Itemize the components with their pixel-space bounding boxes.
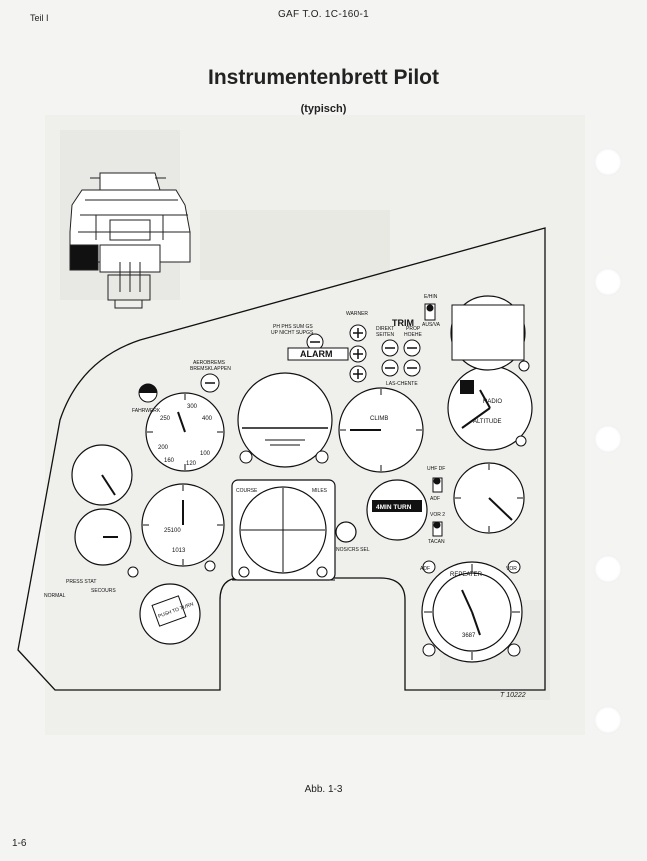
trim-direkt-label: DIREKT [376,326,394,332]
alarm-label: ALARM [300,349,333,359]
airspeed-mark-200: 200 [158,445,169,451]
tacan-label: TACAN [428,539,445,545]
turn-indicator-label: 4MIN TURN [376,504,412,511]
trim-prop-label: PROP [406,326,421,332]
rmi-counter: 3687 [462,633,476,639]
punch-hole [594,425,622,453]
aerobrems-label: AEROBREMS [193,360,226,366]
course-label: COURSE [236,488,258,494]
figure-reference: T 10222 [500,692,526,699]
page-number: 1-6 [12,838,27,849]
secours-label: SECOURS [91,588,116,594]
punch-hole [594,148,622,176]
eicing-label: E/HIN [424,294,438,300]
vor2-label: VOR 2 [430,512,445,518]
rmi-vor-label: VOR [506,566,517,572]
ausva-label: AUS/VA [422,322,441,328]
doc-number: GAF T.O. 1C-160-1 [277,9,370,20]
rmi-adf-label: ADF [420,566,430,572]
airspeed-mark-160: 160 [164,458,175,464]
nos-crs-sel-label: NOS/CRS SEL [336,547,370,553]
radio-label: RADIO [483,399,502,405]
trim-seiten-label: SEITEN [376,332,394,338]
fahrwerk-label: FAHRWERK [132,408,161,414]
trim-bottom-label: LAS-CHENTE [386,381,418,387]
airspeed-mark-100: 100 [200,451,211,457]
gs-warn-label: PH PHS SUM GS [273,324,313,330]
airspeed-mark-120: 120 [186,461,197,467]
trim-hoehe-label: HOEHE [404,332,422,338]
page-subtitle: (typisch) [300,103,347,115]
airspeed-mark-400: 400 [202,416,213,422]
airspeed-mark-250: 250 [160,416,171,422]
airspeed-mark-300: 300 [187,404,198,410]
figure-caption: Abb. 1-3 [304,784,343,795]
press-stat-label: PRESS STAT [66,579,96,585]
panel-outline [17,227,546,691]
punch-hole [594,268,622,296]
normal-label: NORMAL [44,593,66,599]
repeater-label: REPEATER [450,572,483,578]
cockpit-locator-diagram [69,172,191,309]
punch-hole [594,555,622,583]
bremsklappen-label: BREMSKLAPPEN [190,366,231,372]
section-label: Teil I [30,13,49,23]
page-title: Instrumentenbrett Pilot [207,66,439,89]
climb-label: CLIMB [370,416,388,422]
gs-warn-sub-label: UP NICHT SUPGS [271,330,314,336]
warner-label: WARNER [346,311,368,317]
uhf-df-label: UHF DF [427,466,445,472]
adf-label: ADF [430,496,440,502]
trim-label: TRIM [392,318,414,328]
punch-hole [594,706,622,734]
altitude-label: ALTITUDE [473,419,502,425]
altimeter-setting: 1013 [172,548,186,554]
altimeter-counter: 25100 [164,528,181,534]
miles-label: MILES [312,488,328,494]
